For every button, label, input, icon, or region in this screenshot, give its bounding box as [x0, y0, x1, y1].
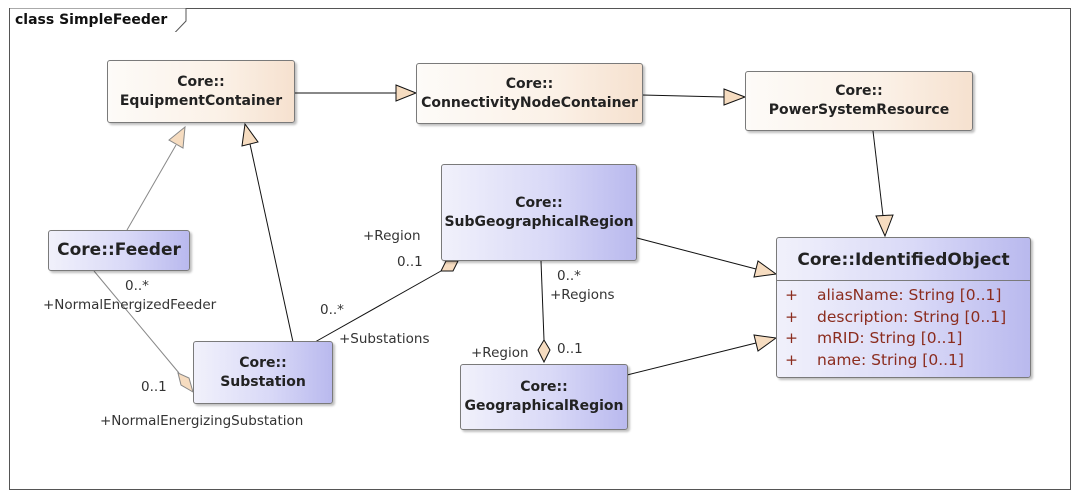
generalization-line — [641, 94, 725, 98]
class-name: EquipmentContainer — [119, 92, 283, 109]
class-namespace: Core:: — [520, 379, 568, 395]
attribute-row: + mRID: String [0..1] — [785, 328, 1022, 350]
role-label: +NormalEnergizingSubstation — [100, 413, 304, 429]
generalization-line — [126, 144, 177, 231]
generalization-line — [872, 130, 884, 217]
multiplicity-label: 0..* — [320, 302, 344, 318]
attribute-visibility: + — [785, 286, 798, 304]
generalization-arrowhead — [168, 125, 186, 149]
attribute-row: + name: String [0..1] — [785, 350, 1022, 372]
attribute-visibility: + — [785, 350, 798, 369]
multiplicity-label: 0..* — [125, 278, 149, 294]
generalization-line — [249, 143, 294, 343]
diagram-frame — [9, 8, 1071, 490]
class-feeder[interactable]: Core::Feeder — [48, 230, 190, 271]
role-label: +Region — [471, 345, 529, 361]
generalization-line — [626, 342, 757, 376]
class-identified-object[interactable]: Core::IdentifiedObject + aliasName: Strin… — [776, 237, 1031, 378]
class-name: GeographicalRegion — [464, 398, 624, 414]
multiplicity-label: 0..1 — [397, 254, 423, 270]
aggregation-diamond — [440, 260, 459, 272]
aggregation-diamond — [177, 372, 194, 394]
association-line — [314, 270, 442, 343]
attribute-visibility: + — [785, 307, 798, 326]
attribute-visibility: + — [785, 329, 798, 347]
class-name: PowerSystemResource — [768, 102, 950, 118]
generalization-arrowhead — [875, 214, 894, 238]
class-name: Substation — [220, 373, 306, 390]
class-namespace: Core:: — [505, 75, 554, 92]
association-line — [540, 260, 545, 341]
generalization-line — [636, 237, 757, 270]
role-label: +Substations — [339, 331, 430, 347]
generalization-arrowhead — [241, 122, 259, 147]
class-power-system-resource[interactable]: Core:: PowerSystemResource — [745, 71, 973, 131]
generalization-arrowhead — [753, 334, 778, 352]
role-label: +NormalEnergizedFeeder — [43, 297, 217, 313]
class-name: Core::Feeder — [57, 240, 181, 260]
role-label: +Regions — [550, 287, 615, 303]
class-name: Core::IdentifiedObject — [777, 238, 1030, 281]
class-sub-geographical-region[interactable]: Core:: SubGeographicalRegion — [441, 164, 637, 261]
multiplicity-label: 0..* — [557, 268, 581, 284]
class-substation[interactable]: Core:: Substation — [193, 341, 333, 404]
frame-title-tab — [9, 8, 187, 32]
multiplicity-label: 0..1 — [557, 341, 583, 357]
attribute-row: + aliasName: String [0..1] — [785, 285, 1022, 307]
class-namespace: Core:: — [177, 73, 225, 90]
attribute-row: + description: String [0..1] — [785, 307, 1022, 329]
attribute-list: + aliasName: String [0..1] + description: … — [777, 281, 1030, 375]
class-geographical-region[interactable]: Core:: GeographicalRegion — [460, 364, 628, 430]
generalization-arrowhead — [753, 260, 778, 278]
class-connectivity-node-container[interactable]: Core:: ConnectivityNodeContainer — [416, 63, 643, 124]
attribute-text: aliasName: String [0..1] — [817, 286, 1002, 304]
attribute-text: name: String [0..1] — [817, 350, 964, 369]
class-namespace: Core:: — [239, 354, 287, 371]
class-name: SubGeographicalRegion — [444, 213, 634, 230]
class-namespace: Core:: — [835, 83, 883, 99]
aggregation-diamond — [537, 339, 551, 364]
role-label: +Region — [363, 228, 421, 244]
multiplicity-label: 0..1 — [141, 379, 167, 395]
attribute-text: description: String [0..1] — [817, 307, 1007, 326]
generalization-arrowhead — [395, 84, 418, 102]
attribute-text: mRID: String [0..1] — [817, 329, 963, 347]
class-name: ConnectivityNodeContainer — [421, 94, 638, 111]
generalization-arrowhead — [723, 88, 747, 106]
class-namespace: Core:: — [515, 194, 563, 211]
class-equipment-container[interactable]: Core:: EquipmentContainer — [107, 60, 295, 123]
diagram-title: class SimpleFeeder — [15, 12, 168, 28]
association-line — [93, 270, 180, 374]
